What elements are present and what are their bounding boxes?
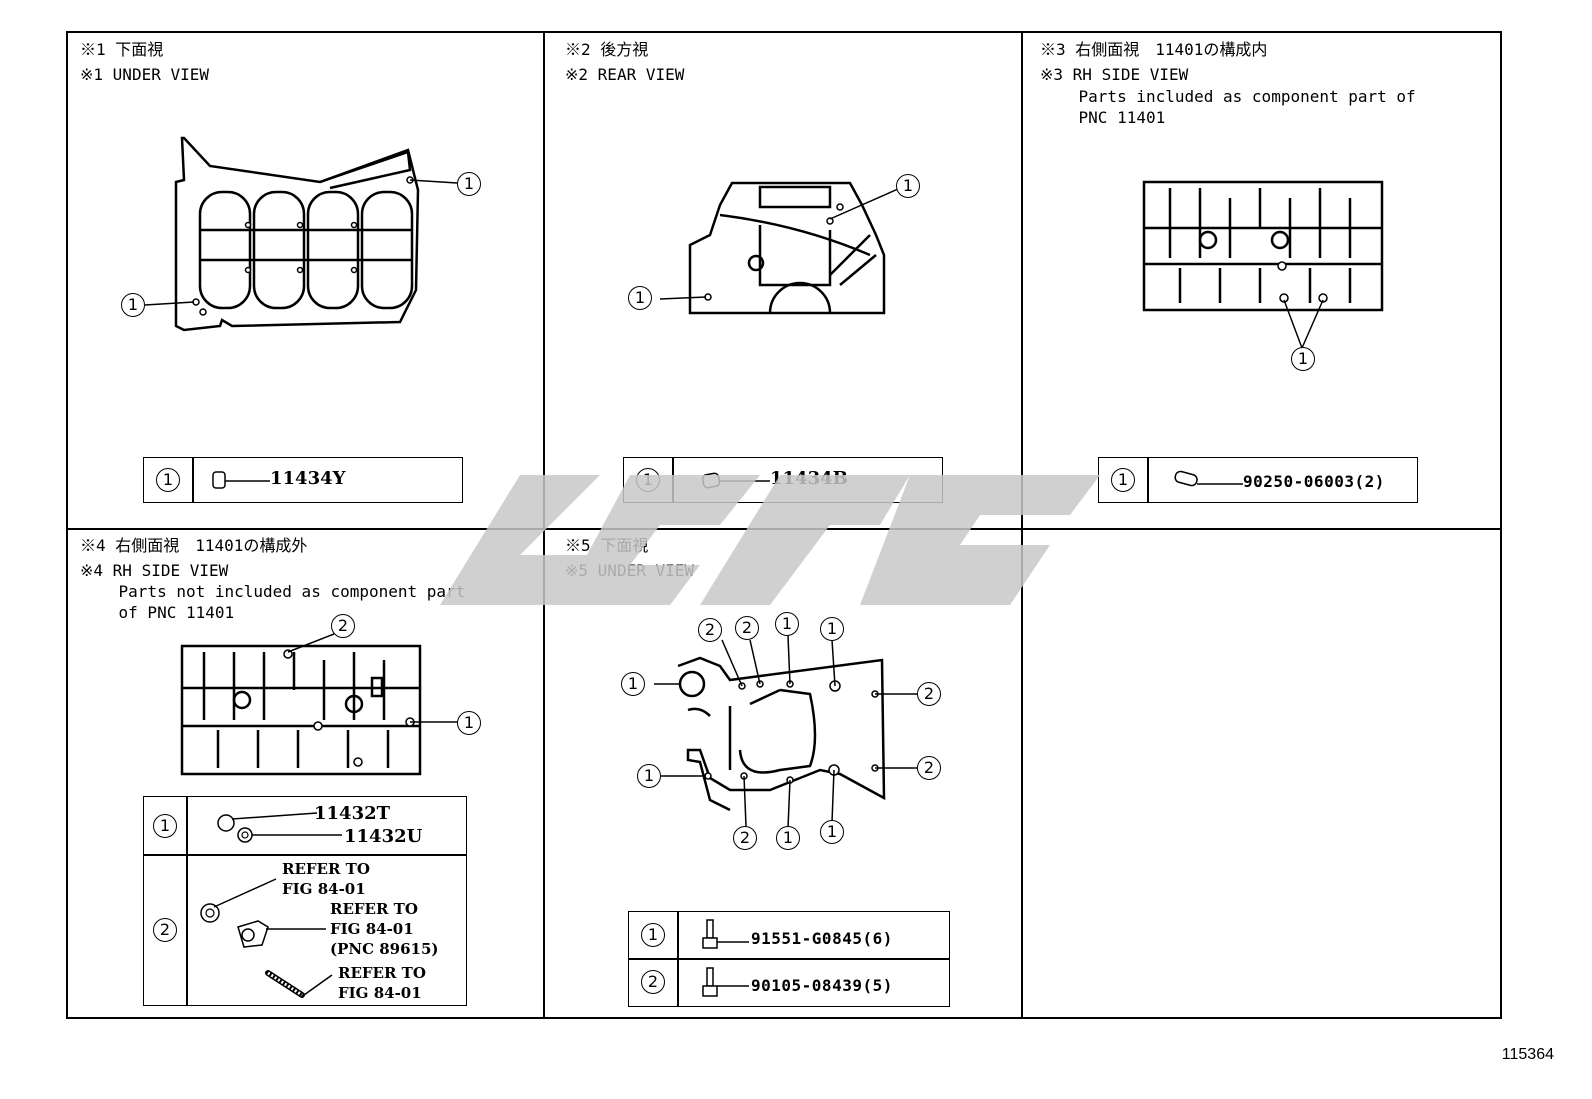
callout-1: 1 — [1291, 347, 1315, 371]
callout-1: 1 — [121, 293, 145, 317]
bracket-stud-icon — [200, 878, 333, 998]
panel-header-en: ※5 UNDER VIEW — [565, 561, 694, 580]
part-number: 90250-06003(2) — [1243, 472, 1385, 491]
panel-header-jp: ※1 下面視 — [80, 40, 164, 59]
refer-note: REFER TO FIG 84-01 — [282, 860, 370, 898]
cylinder-block-rh-side-drawing — [180, 633, 458, 776]
callout-1: 1 — [820, 617, 844, 641]
ref-number: 1 — [1111, 468, 1135, 492]
part-number: 90105-08439(5) — [751, 976, 893, 995]
ref-number: 1 — [153, 814, 177, 838]
oil-pan-underside-drawing — [654, 635, 918, 829]
cylinder-block-rh-side-drawing — [1142, 180, 1384, 349]
parts-table: 1 11434Y — [143, 457, 463, 503]
ref-number: 1 — [156, 468, 180, 492]
callout-1: 1 — [621, 672, 645, 696]
part-number: 11434Y — [270, 468, 346, 489]
callout-1: 1 — [457, 711, 481, 735]
pin-icon — [701, 472, 770, 489]
panel-header-jp: ※3 右側面視 11401の構成内 — [1040, 40, 1268, 59]
cylinder-block-underside-drawing — [144, 136, 458, 332]
ref-number: 1 — [636, 468, 660, 492]
callout-1: 1 — [896, 174, 920, 198]
part-number: 11434B — [770, 468, 848, 489]
panel-divider — [1021, 33, 1023, 1017]
callout-1: 1 — [457, 172, 481, 196]
bolt-icon — [702, 967, 749, 997]
panel-header-en: ※1 UNDER VIEW — [80, 65, 209, 84]
parts-table: 1 2 91551-G0845(6) 90105-08439(5) — [628, 911, 950, 1007]
panel-divider — [543, 33, 545, 1017]
callout-2: 2 — [735, 616, 759, 640]
refer-note: REFER TO FIG 84-01 — [338, 964, 426, 1002]
ref-number: 1 — [641, 923, 665, 947]
panel-header-en: ※2 REAR VIEW — [565, 65, 685, 84]
ref-number: 2 — [153, 918, 177, 942]
callout-2: 2 — [917, 682, 941, 706]
panel-header-note: Parts not included as component part of … — [118, 582, 466, 622]
plug-washer-icon — [217, 812, 342, 843]
dowel-pin-icon — [1174, 470, 1243, 487]
cylinder-block-rear-drawing — [659, 181, 899, 315]
callout-1: 1 — [637, 764, 661, 788]
parts-table: 1 90250-06003(2) — [1098, 457, 1418, 503]
callout-1: 1 — [776, 826, 800, 850]
callout-2: 2 — [331, 614, 355, 638]
panel-header-en: ※4 RH SIDE VIEW — [80, 561, 229, 580]
part-number: 11432U — [344, 826, 423, 847]
callout-1: 1 — [628, 286, 652, 310]
plug-icon — [212, 471, 270, 489]
callout-2: 2 — [698, 618, 722, 642]
part-number: 11432T — [314, 803, 391, 824]
callout-1: 1 — [775, 612, 799, 636]
parts-table: 1 2 11432T 11432U REFER TO FIG 84-01 REF… — [143, 796, 467, 1006]
panel-header-note: Parts included as component part of PNC … — [1078, 87, 1416, 127]
part-number: 91551-G0845(6) — [751, 929, 893, 948]
callout-1: 1 — [820, 820, 844, 844]
callout-2: 2 — [733, 826, 757, 850]
panel-header-jp: ※2 後方視 — [565, 40, 649, 59]
parts-table: 1 11434B — [623, 457, 943, 503]
panel-divider — [68, 528, 1500, 530]
diagram-id: 115364 — [1501, 1046, 1554, 1063]
refer-note: REFER TO FIG 84-01 (PNC 89615) — [330, 900, 439, 958]
panel-header-jp: ※4 右側面視 11401の構成外 — [80, 536, 308, 555]
bolt-icon — [702, 919, 749, 949]
callout-2: 2 — [917, 756, 941, 780]
panel-header-jp: ※5 下面視 — [565, 536, 649, 555]
ref-number: 2 — [641, 970, 665, 994]
panel-header-en: ※3 RH SIDE VIEW — [1040, 65, 1189, 84]
